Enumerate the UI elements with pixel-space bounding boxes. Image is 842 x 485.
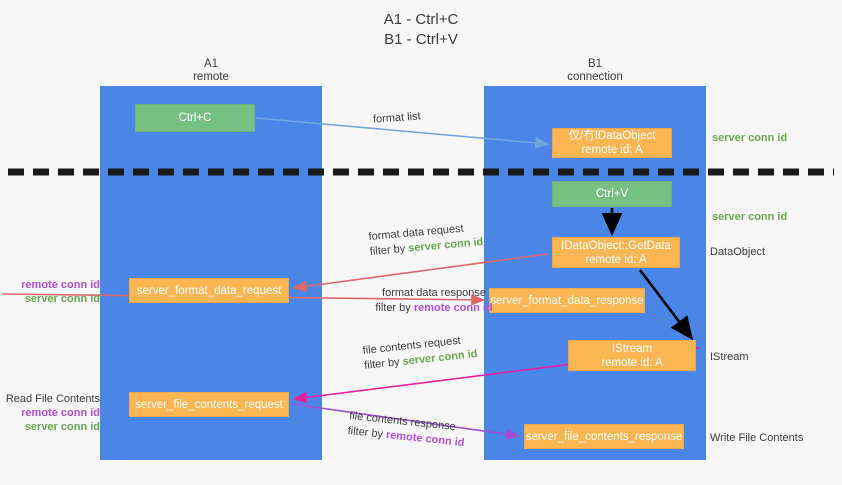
box-server-file-contents-request-label: server_file_contents_request [135, 398, 283, 411]
filter-prefix: filter by [363, 355, 404, 372]
box-server-file-contents-response-label: server_file_contents_response [525, 430, 683, 443]
box-istream-line2: remote id: A [601, 356, 663, 369]
flow-label-format-data-response-filter: filter by remote conn id [336, 301, 532, 316]
flow-label-format-data-response-text: format data response [382, 287, 486, 299]
lane-header-b1: B1 connection [484, 58, 706, 84]
label-read-file-contents: Read File Contents [5, 393, 100, 405]
label-server-conn-id-1: server conn id [24, 293, 100, 305]
page-title: A1 - Ctrl+C B1 - Ctrl+V [0, 10, 842, 50]
box-idataobject-line2: remote id: A [581, 144, 643, 156]
title-line-2: B1 - Ctrl+V [384, 31, 458, 48]
box-server-format-data-response[interactable]: server_format_data_response [489, 288, 645, 313]
box-server-file-contents-request[interactable]: server_file_contents_request [129, 392, 289, 417]
label-server-conn-id-mid: server conn id [712, 211, 788, 223]
label-write-file-contents: Write File Contents [710, 432, 804, 444]
box-istream[interactable]: IStream remote id: A [568, 340, 696, 371]
title-line-1: A1 - Ctrl+C [383, 11, 459, 28]
label-remote-conn-id-1: remote conn id [21, 279, 100, 291]
lane-header-b1-name: B1 [587, 58, 603, 70]
box-getdata[interactable]: IDataObject::GetData remote id: A [552, 237, 680, 268]
box-server-format-data-response-label: server_format_data_response [490, 294, 644, 307]
box-istream-line1: IStream [611, 342, 653, 355]
flow-label-format-data-response: format data response filter by remote co… [336, 286, 532, 316]
label-server-conn-id-2: server conn id [24, 421, 100, 433]
box-getdata-line1: IDataObject::GetData [561, 239, 671, 252]
box-ctrl-v[interactable]: Ctrl+V [552, 181, 672, 207]
flow-label-format-data-request: format data request filter by server con… [368, 220, 484, 260]
filter-prefix: filter by [369, 242, 409, 258]
label-dataobject: DataObject [710, 246, 766, 258]
filter-prefix: filter by [375, 302, 414, 314]
lane-header-a1: A1 remote [100, 58, 322, 84]
label-istream: IStream [710, 351, 749, 363]
filter-prefix: filter by [347, 424, 387, 441]
filter-value-remote-conn-id: remote conn id [413, 302, 493, 314]
flow-label-format-list-text: format list [372, 110, 422, 126]
flow-label-file-contents-request: file contents request filter by server c… [362, 332, 478, 374]
label-remote-conn-id-2: remote conn id [21, 407, 100, 419]
flow-label-file-contents-response: file contents response filter by remote … [347, 409, 467, 451]
box-getdata-line2: remote id: A [585, 253, 647, 266]
box-ctrl-v-label: Ctrl+V [595, 188, 629, 200]
box-ctrl-c[interactable]: Ctrl+C [135, 104, 255, 132]
label-conn-ids-top: remote conn id server conn id [8, 278, 100, 306]
box-ctrl-c-label: Ctrl+C [178, 112, 212, 124]
lane-header-b1-sub: connection [567, 71, 623, 83]
box-server-format-data-request-label: server_format_data_request [136, 284, 282, 297]
label-conn-ids-bottom: Read File Contents remote conn id server… [4, 392, 100, 434]
box-server-format-data-request[interactable]: server_format_data_request [129, 278, 289, 303]
box-server-file-contents-response[interactable]: server_file_contents_response [524, 424, 684, 449]
box-idataobject-line1: 仅/冇IDataObject [568, 130, 656, 142]
lane-header-a1-sub: remote [193, 71, 229, 83]
lane-header-a1-name: A1 [203, 58, 219, 70]
label-server-conn-id-top: server conn id [712, 132, 788, 144]
box-idataobject[interactable]: 仅/冇IDataObject remote id: A [552, 128, 672, 158]
flow-label-format-list: format list [373, 109, 422, 127]
